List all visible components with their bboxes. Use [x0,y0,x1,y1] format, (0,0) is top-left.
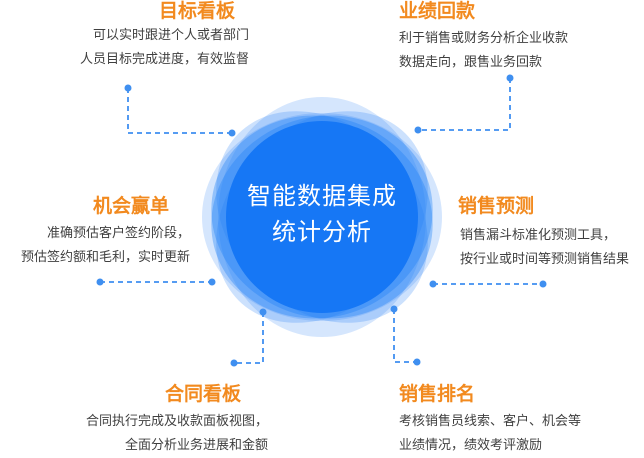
feature-desc-line2: 按行业或时间等预测销售结果 [460,252,630,267]
feature-desc-line2: 数据走向，跟售业务回款 [399,55,543,70]
center-hub [226,121,418,313]
center-label: 智能数据集成 统计分析 [222,178,422,250]
feature-desc-line1: 合同执行完成及收款面板视图， [85,414,268,429]
feature-desc-line2: 预估签约额和毛利，实时更新 [20,250,190,265]
feature-desc-line1: 利于销售或财务分析企业收款 [399,31,569,46]
feature-desc-line1: 销售漏斗标准化预测工具， [460,228,617,243]
feature-title: 销售排名 [399,383,476,405]
feature-title: 业绩回款 [399,0,476,22]
feature-desc-line1: 可以实时跟进个人或者部门 [92,28,249,43]
connector-target-board [127,88,232,134]
center-hub-background [202,97,442,337]
connectors [100,78,543,364]
connector-payment [418,78,511,131]
feature-title: 合同看板 [165,383,242,405]
feature-desc-line1: 准确预估客户签约阶段， [46,226,190,241]
connector-contract [234,312,264,364]
connector-dots [96,74,547,367]
feature-desc-line1: 考核销售员线索、客户、机会等 [399,414,582,429]
center-label-line1: 智能数据集成 [247,182,397,210]
feature-title: 销售预测 [458,195,535,217]
feature-title: 机会赢单 [93,195,170,217]
feature-desc-line2: 人员目标完成进度，有效监督 [79,52,249,67]
center-label-line2: 统计分析 [272,218,372,246]
feature-title: 目标看板 [159,0,236,22]
connector-ranking [393,309,417,363]
feature-desc-line2: 业绩情况，绩效考评激励 [399,438,543,453]
feature-desc-line2: 全面分析业务进展和金额 [124,438,268,453]
